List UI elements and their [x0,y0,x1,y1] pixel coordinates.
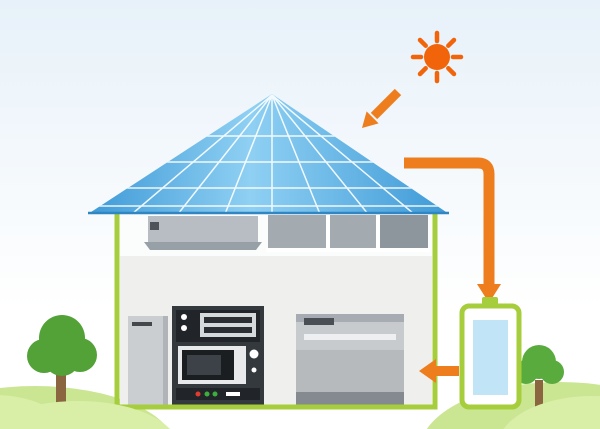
bush-front-left [0,401,170,429]
hood-detail [150,222,159,230]
oven-bottom-strip [176,388,260,400]
arrow-head [477,284,501,303]
arrow-battery-to-house [419,359,459,383]
arrow-head [419,359,436,383]
hood-lip [144,242,262,250]
tree-left [27,315,97,414]
range-hood [144,216,262,250]
oven-button [251,367,257,373]
cabinet-handle [132,322,152,326]
solar-grid-line [271,94,369,214]
dishwasher-kick [296,392,404,405]
dishwasher-slot [304,318,334,325]
tree-foliage [27,315,97,376]
window-pane-dark [380,215,428,248]
tree-trunk [56,366,66,414]
foliage-circle [44,340,80,376]
arrow-head [362,111,379,128]
sun-rays [410,30,464,84]
house [114,207,438,410]
panel-display [200,313,256,337]
display-row [204,317,252,323]
panel-knob [181,314,187,320]
foliage-circle [540,360,564,384]
solar-grid-line [131,94,273,214]
hood-body [148,216,258,242]
dishwasher-top-strip [296,314,404,322]
tree-trunk [535,380,543,414]
sun-core [424,44,450,70]
arrow-sun-to-roof [362,88,402,128]
solar-roof [88,94,449,215]
sun-ray [446,66,457,77]
sun-icon [410,30,464,84]
panel-knob [181,325,187,331]
solar-grid-line [271,94,415,214]
window-sill [266,248,430,252]
microwave-inner [187,355,221,375]
cabinet-unit [128,316,168,405]
arrow-shaft [370,88,402,120]
window-mullion [326,215,330,248]
sun-ray [417,37,428,48]
oven-appliance [172,306,264,405]
dishwasher [296,314,404,405]
solar-grid-line [271,94,321,214]
window-mullion [376,215,380,248]
cabinet-body [128,316,168,405]
arrow-roof-to-battery [404,157,501,303]
tree-right [514,345,564,414]
indicator-green [212,391,218,397]
indicator-label [226,392,240,396]
sun-ray [446,37,457,48]
oven-knob [249,349,259,359]
roof-panel [88,94,449,214]
bush-front-right [503,396,600,429]
battery-unit [459,297,522,410]
solar-grid-line [177,94,273,214]
sun-ray [417,66,428,77]
cabinet-edge [163,316,168,405]
arrow-shaft [404,157,495,286]
battery-cell [473,320,508,395]
indicator-green [204,391,210,397]
solar-grid-line [224,94,273,214]
tree-foliage [514,345,564,384]
dishwasher-handle [304,334,396,340]
upper-windows [266,215,430,252]
indicator-red [195,391,201,397]
display-row [204,327,252,333]
dishwasher-door [296,350,404,392]
